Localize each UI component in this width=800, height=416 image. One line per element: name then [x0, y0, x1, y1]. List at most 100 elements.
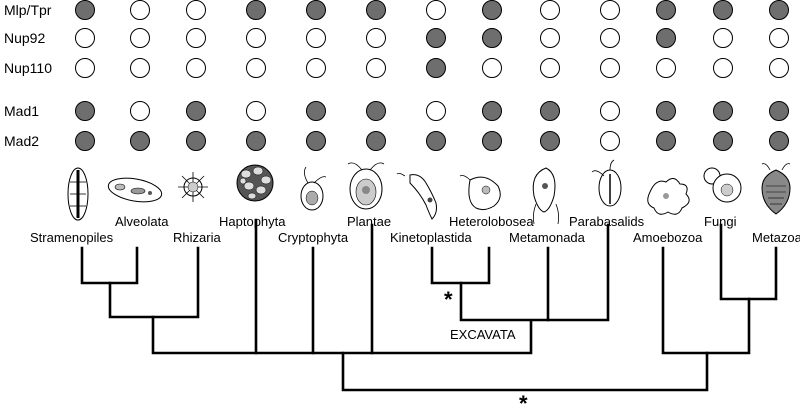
ciliate-icon: [107, 177, 163, 203]
trypanosome-icon: [396, 172, 437, 220]
present-dot: [130, 131, 150, 151]
absent-dot: [306, 58, 326, 78]
present-dot: [366, 0, 386, 20]
phylogenetic-tree: [80, 218, 778, 392]
absent-dot: [130, 58, 150, 78]
absent-dot: [246, 58, 266, 78]
present-dot: [306, 0, 326, 20]
present-dot: [656, 101, 676, 121]
absent-dot: [600, 131, 620, 151]
absent-dot: [75, 58, 95, 78]
taxon-rhizaria: Rhizaria: [173, 230, 221, 245]
taxon-kinetoplastida: Kinetoplastida: [390, 230, 472, 245]
parabasalid-icon: [591, 159, 622, 207]
radiolarian-icon: [178, 172, 208, 202]
present-dot: [426, 58, 446, 78]
absent-dot: [186, 58, 206, 78]
present-dot: [426, 28, 446, 48]
absent-dot: [482, 58, 502, 78]
absent-dot: [656, 58, 676, 78]
present-dot: [246, 0, 266, 20]
diatom-icon: [67, 167, 89, 221]
present-dot: [482, 131, 502, 151]
absent-dot: [426, 101, 446, 121]
absent-dot: [540, 58, 560, 78]
present-dot: [769, 101, 789, 121]
trilobite-icon: [761, 163, 791, 215]
absent-dot: [246, 28, 266, 48]
absent-dot: [600, 28, 620, 48]
present-dot: [306, 101, 326, 121]
row-label-nup92: Nup92: [4, 30, 46, 46]
root-node-star: *: [519, 391, 528, 416]
present-dot: [713, 131, 733, 151]
present-dot: [656, 131, 676, 151]
absent-dot: [600, 101, 620, 121]
taxon-fungi: Fungi: [704, 214, 737, 229]
absent-dot: [713, 28, 733, 48]
phylogeny-figure: [67, 0, 791, 392]
absent-dot: [600, 58, 620, 78]
presence-absence-grid: [75, 0, 789, 151]
absent-dot: [246, 101, 266, 121]
absent-dot: [540, 0, 560, 20]
present-dot: [540, 101, 560, 121]
present-dot: [366, 131, 386, 151]
yeast-icon: [703, 167, 742, 203]
absent-dot: [366, 28, 386, 48]
taxon-plantae: Plantae: [347, 214, 392, 229]
present-dot: [186, 131, 206, 151]
present-dot: [426, 131, 446, 151]
present-dot: [75, 101, 95, 121]
taxon-metamonada: Metamonada: [509, 230, 585, 245]
present-dot: [186, 101, 206, 121]
absent-dot: [540, 28, 560, 48]
absent-dot: [769, 58, 789, 78]
row-label-mad1: Mad1: [4, 103, 40, 119]
present-dot: [656, 0, 676, 20]
taxon-stramenopiles: Stramenopiles: [30, 230, 114, 245]
row-label-mlp-tpr: Mlp/Tpr: [4, 2, 52, 18]
present-dot: [540, 131, 560, 151]
row-label-nup110: Nup110: [4, 60, 53, 76]
heterolobosean-icon: [459, 175, 501, 211]
taxon-amoebozoa: Amoebozoa: [633, 230, 703, 245]
present-dot: [482, 28, 502, 48]
taxon-heterolobosea: Heterolobosea: [449, 214, 534, 229]
row-label-mad2: Mad2: [4, 133, 40, 149]
excavata-node-star: *: [444, 287, 453, 312]
present-dot: [306, 131, 326, 151]
absent-dot: [426, 0, 446, 20]
absent-dot: [75, 28, 95, 48]
present-dot: [482, 101, 502, 121]
absent-dot: [186, 28, 206, 48]
present-dot: [366, 101, 386, 121]
present-dot: [713, 101, 733, 121]
absent-dot: [130, 101, 150, 121]
present-dot: [713, 0, 733, 20]
cryptophyte-icon: [300, 166, 327, 211]
metamonad-icon: [532, 167, 560, 225]
absent-dot: [130, 28, 150, 48]
amoeba-icon: [647, 178, 690, 215]
absent-dot: [600, 0, 620, 20]
absent-dot: [186, 0, 206, 20]
present-dot: [75, 131, 95, 151]
taxon-parabasalids: Parabasalids: [569, 214, 645, 229]
taxon-alveolata: Alveolata: [115, 214, 169, 229]
present-dot: [246, 131, 266, 151]
excavata-label: EXCAVATA: [450, 327, 516, 342]
present-dot: [656, 28, 676, 48]
present-dot: [75, 0, 95, 20]
present-dot: [769, 131, 789, 151]
present-dot: [769, 0, 789, 20]
absent-dot: [713, 58, 733, 78]
absent-dot: [769, 28, 789, 48]
organism-illustrations: [67, 159, 791, 225]
taxon-cryptophyta: Cryptophyta: [278, 230, 349, 245]
absent-dot: [130, 0, 150, 20]
taxon-haptophyta: Haptophyta: [219, 214, 286, 229]
absent-dot: [306, 28, 326, 48]
absent-dot: [366, 58, 386, 78]
coccolithophore-icon: [236, 164, 274, 202]
